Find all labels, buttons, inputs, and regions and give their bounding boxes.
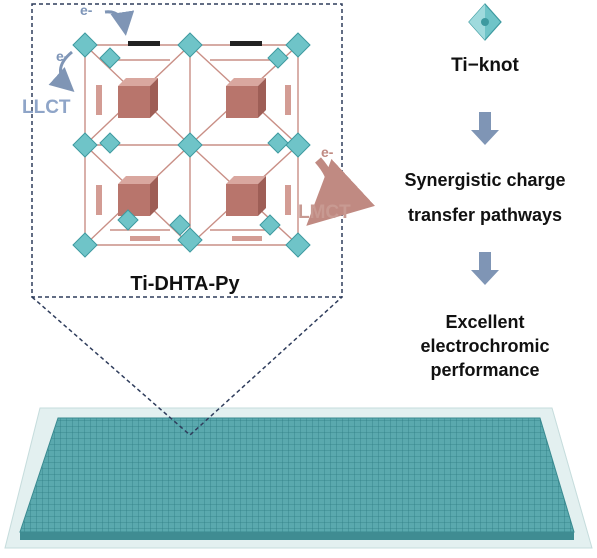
down-arrow-icon bbox=[471, 112, 499, 145]
pathway-label-line1: Synergistic charge bbox=[404, 170, 566, 190]
ti-knots bbox=[72, 32, 311, 258]
ti-knot-label: Ti−knot bbox=[451, 55, 519, 76]
result-label-line2: electrochromic bbox=[420, 336, 550, 356]
ti-knot-icon bbox=[468, 3, 502, 41]
linker-bar bbox=[128, 41, 160, 46]
pathway-label-line2: transfer pathways bbox=[407, 205, 563, 225]
result-label-line3: performance bbox=[430, 360, 540, 380]
electron-label: e- bbox=[56, 48, 69, 64]
dashed-frame bbox=[31, 3, 343, 298]
electron-label: e- bbox=[321, 144, 334, 160]
result-label-line1: Excellent bbox=[445, 312, 525, 332]
linker-bar bbox=[230, 41, 262, 46]
mof-name-label: Ti-DHTA-Py bbox=[130, 273, 240, 295]
down-arrow-icon bbox=[471, 252, 499, 285]
electron-label: e- bbox=[80, 2, 93, 18]
lmct-label: LMCT bbox=[298, 202, 351, 223]
zoom-callout bbox=[31, 3, 343, 437]
core-cubes bbox=[118, 78, 266, 216]
electron-arrow-icon bbox=[104, 10, 135, 36]
llct-label: LLCT bbox=[22, 97, 71, 118]
electron-arrow-icon bbox=[48, 50, 75, 93]
film-substrate-icon bbox=[4, 407, 593, 549]
mof-structure bbox=[48, 10, 375, 258]
electron-arrow-icon bbox=[306, 157, 375, 226]
